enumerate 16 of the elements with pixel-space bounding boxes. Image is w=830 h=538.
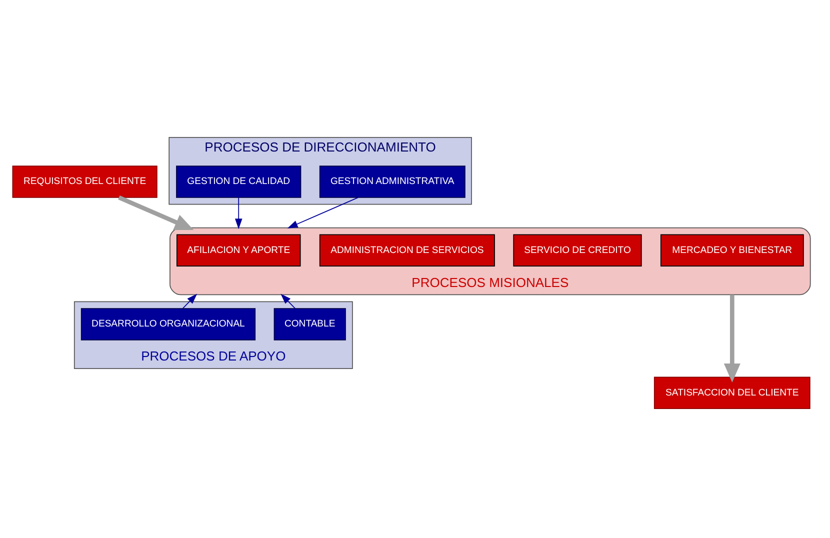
- arrow: [234, 196, 242, 229]
- node-box: AFILIACION Y APORTE: [176, 234, 301, 266]
- arrow: [280, 293, 296, 308]
- node-box: CONTABLE: [274, 308, 346, 340]
- node-box: SATISFACCION DEL CLIENTE: [654, 376, 810, 408]
- node-box: SERVICIO DE CREDITO: [513, 234, 642, 266]
- arrow: [724, 294, 740, 382]
- node-box: MERCADEO Y BIENESTAR: [660, 234, 804, 266]
- arrow: [287, 196, 359, 228]
- arrow: [118, 194, 194, 230]
- node-box: DESARROLLO ORGANIZACIONAL: [80, 308, 256, 340]
- node-box: GESTION ADMINISTRATIVA: [319, 165, 466, 198]
- node-box: ADMINISTRACION DE SERVICIOS: [319, 234, 495, 266]
- node-box: REQUISITOS DEL CLIENTE: [12, 165, 158, 198]
- arrow: [182, 293, 198, 308]
- node-box: GESTION DE CALIDAD: [176, 165, 302, 198]
